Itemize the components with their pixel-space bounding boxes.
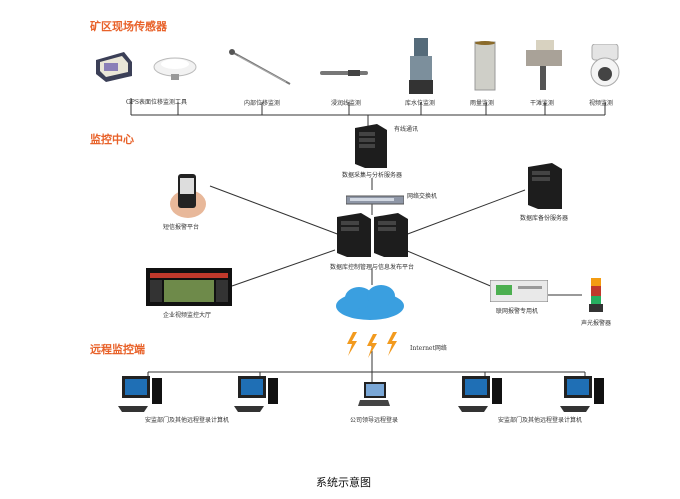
section-title-monitor-center: 监控中心 bbox=[90, 133, 134, 146]
section-title-remote: 远程监控端 bbox=[90, 343, 145, 356]
wired-comm-label: 有线通讯 bbox=[394, 126, 419, 133]
video-wall-icon bbox=[146, 268, 232, 306]
backup-server-icon bbox=[528, 163, 562, 209]
lightning-icon bbox=[345, 332, 405, 358]
backup-server-label: 数据库备份服务器 bbox=[520, 215, 569, 222]
mgmt-server-icon-1 bbox=[337, 213, 371, 257]
video-wall-label: 企业视频监控大厅 bbox=[163, 312, 212, 319]
dome-camera-icon bbox=[588, 43, 622, 92]
alarm-host-label: 联网报警专用机 bbox=[496, 308, 539, 315]
collector-server-icon bbox=[355, 124, 387, 168]
rain-gauge-icon bbox=[472, 40, 498, 92]
siren-icon bbox=[589, 278, 603, 312]
inclinometer-icon bbox=[228, 48, 294, 88]
collector-server-label: 数据采集与分析服务器 bbox=[342, 172, 403, 179]
beach-camera-icon bbox=[524, 40, 564, 92]
laptop-icon bbox=[358, 382, 390, 408]
piezometer-icon bbox=[318, 64, 370, 76]
network-switch-label: 网络交换机 bbox=[407, 193, 438, 200]
mgmt-server-label: 数据库控制管理与信息发布平台 bbox=[330, 264, 415, 271]
sms-alarm-label: 短信报警平台 bbox=[163, 224, 200, 231]
sensor-label-seepage: 浸润线监测 bbox=[331, 100, 362, 107]
remote-right-label: 安监部门及其他远程登录计算机 bbox=[498, 417, 583, 424]
section-title-site-sensors: 矿区现场传感器 bbox=[90, 20, 167, 33]
alarm-host-icon bbox=[489, 279, 549, 303]
internet-label: Internet网络 bbox=[410, 345, 447, 352]
mgmt-server-icon-2 bbox=[374, 213, 408, 257]
sms-phone-icon bbox=[168, 170, 208, 220]
water-level-meter-icon bbox=[406, 38, 436, 96]
sensor-label-gps: GPS表面位移监测工具 bbox=[126, 99, 187, 106]
laptop-label: 公司领导远程登录 bbox=[350, 417, 399, 424]
sensor-label-video: 视频监测 bbox=[589, 100, 614, 107]
remote-computer-icon bbox=[560, 376, 604, 412]
network-switch-icon bbox=[345, 190, 405, 205]
siren-label: 声光报警器 bbox=[581, 320, 612, 327]
sensor-label-internal: 内部位移监测 bbox=[244, 100, 281, 107]
remote-computer-icon bbox=[234, 376, 278, 412]
gps-receiver-icon bbox=[94, 50, 134, 84]
remote-left-label: 安监部门及其他远程登录计算机 bbox=[145, 417, 230, 424]
sensor-label-water-level: 库水位监测 bbox=[405, 100, 436, 107]
figure-caption: 系统示意图 bbox=[316, 476, 371, 489]
sensor-label-rain: 雨量监测 bbox=[470, 100, 495, 107]
remote-computer-icon bbox=[118, 376, 162, 412]
gps-antenna-icon bbox=[153, 55, 198, 81]
sensor-label-beach: 干滩监测 bbox=[530, 100, 555, 107]
remote-computer-icon bbox=[458, 376, 502, 412]
internet-cloud-icon bbox=[333, 284, 407, 322]
